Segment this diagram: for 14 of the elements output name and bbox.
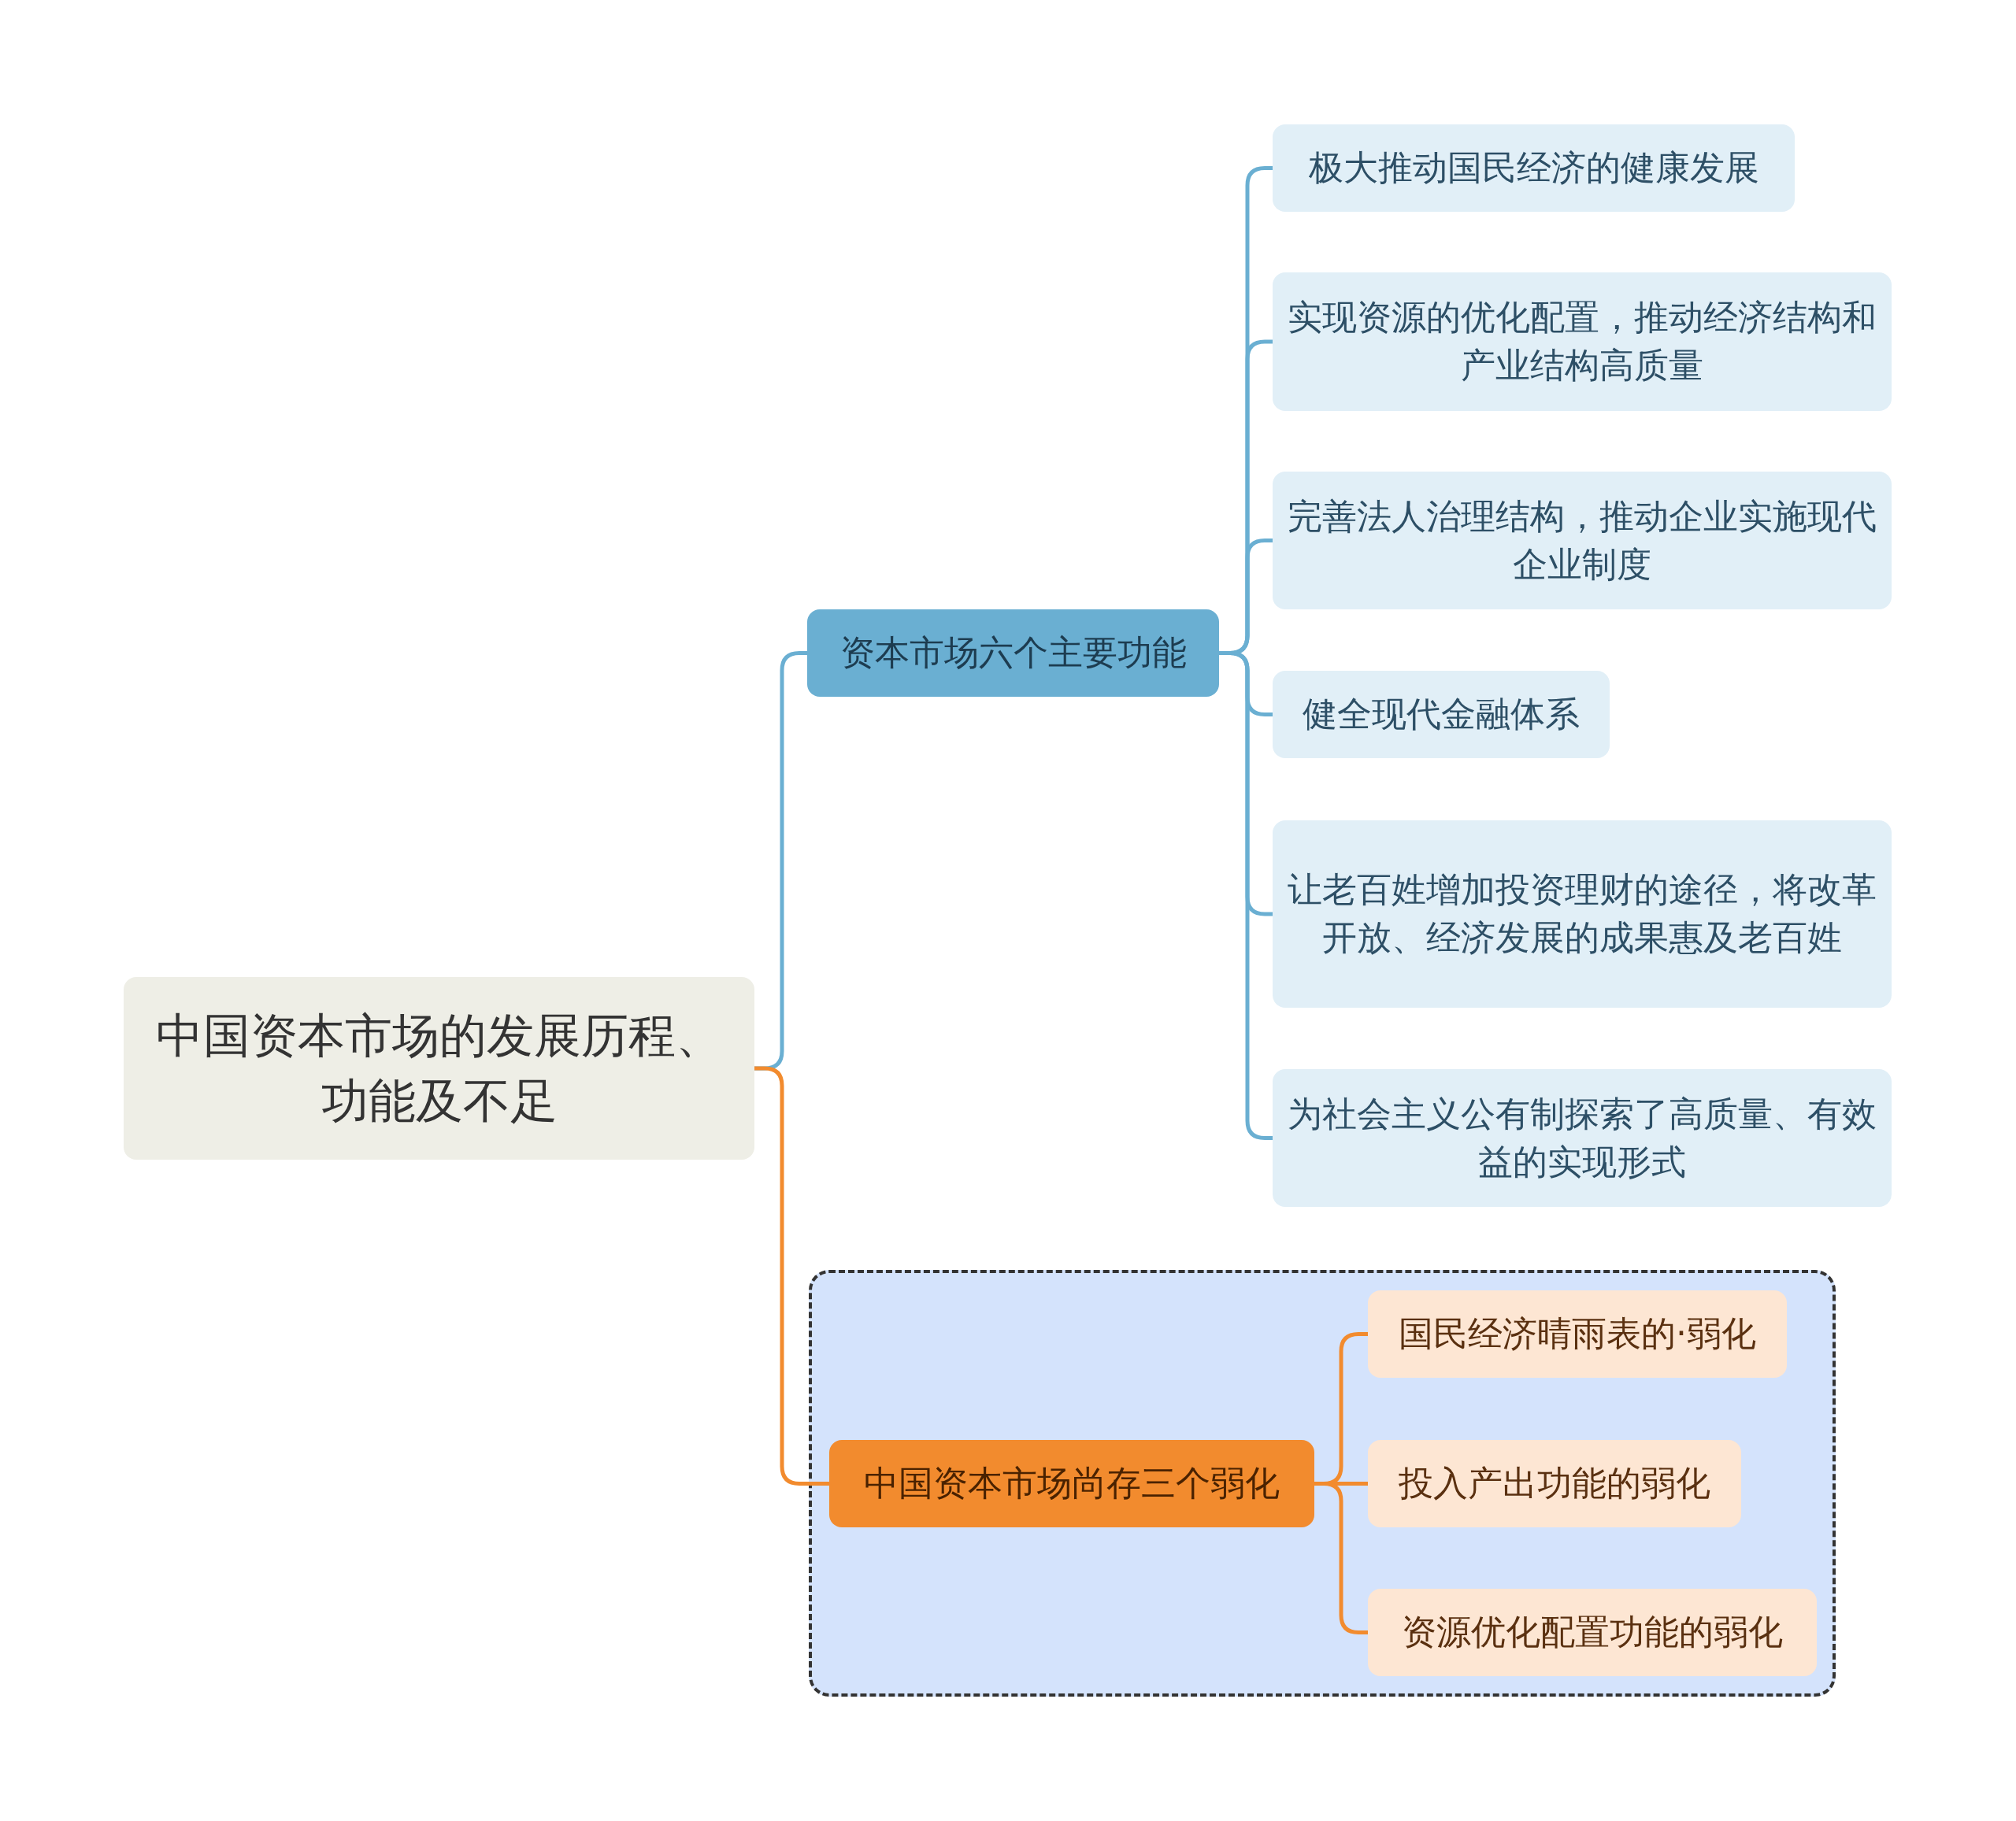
connector <box>754 1066 829 1486</box>
leaf-box: 投入产出功能的弱化 <box>1368 1440 1741 1527</box>
leaf-box: 极大推动国民经济的健康发展 <box>1273 124 1795 212</box>
leaf-box: 实现资源的优化配置，推动经济结构和产业结构高质量 <box>1273 272 1892 411</box>
leaf-box: 为社会主义公有制探索了高质量、有效益的实现形式 <box>1273 1069 1892 1207</box>
leaf-box: 让老百姓增加投资理财的途径，将改革开放、经济发展的成果惠及老百姓 <box>1273 820 1892 1008</box>
dashed-group-box <box>809 1270 1836 1697</box>
leaf-box: 健全现代金融体系 <box>1273 671 1610 758</box>
branch-box: 资本市场六个主要功能 <box>807 609 1219 697</box>
branch-box: 中国资本市场尚存三个弱化 <box>829 1440 1314 1527</box>
leaf-box: 资源优化配置功能的弱化 <box>1368 1589 1817 1676</box>
leaf-box: 完善法人治理结构，推动企业实施现代企业制度 <box>1273 472 1892 609</box>
leaf-box: 国民经济晴雨表的·弱化 <box>1368 1290 1787 1378</box>
topic-box: 中国资本市场的发展历程、功能及不足 <box>124 977 754 1160</box>
